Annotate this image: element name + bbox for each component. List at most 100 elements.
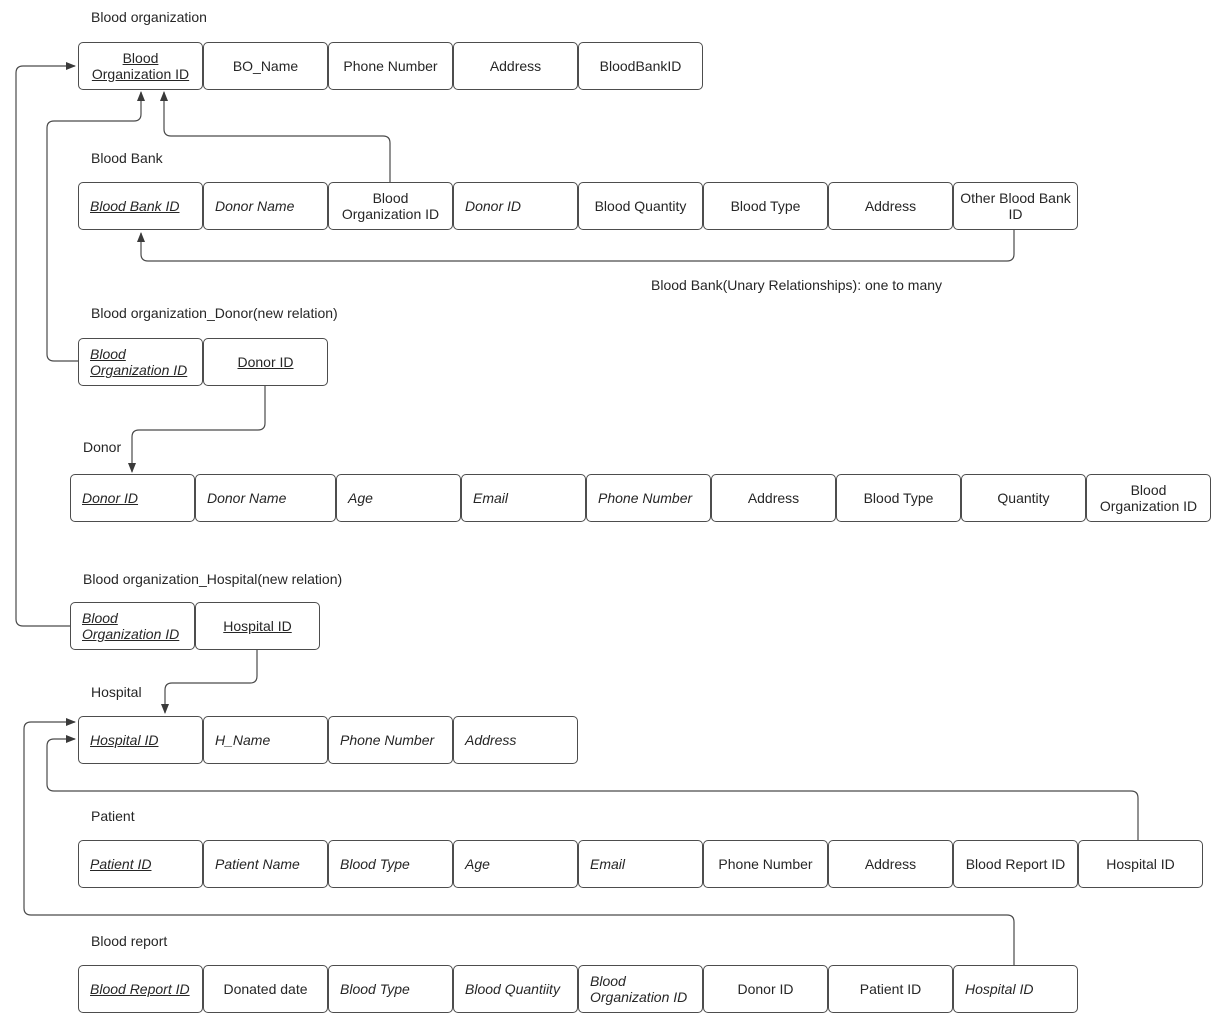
field-cell-donor: Donor ID [70,474,195,522]
field-label: Hospital ID [965,981,1034,997]
table-title-blood-bank: Blood Bank [91,150,163,166]
field-cell-hospital: Address [453,716,578,764]
field-label: Phone Number [598,490,693,506]
field-label: Blood Type [730,198,801,214]
field-label: Donor ID [465,198,522,214]
field-cell-blood-organization: BO_Name [203,42,328,90]
field-label: Donor ID [82,490,139,506]
field-cell-blood-organization-hospital-new-relation: Blood Organization ID [70,602,195,650]
field-label: Address [489,58,542,74]
link-bloodbank-to-bloodorg [160,91,391,182]
field-cell-patient: Patient ID [78,840,203,888]
field-cell-blood-organization: BloodBankID [578,42,703,90]
field-label: Age [348,490,373,506]
field-cell-blood-report: Donor ID [703,965,828,1013]
field-label: Donor Name [215,198,295,214]
field-cell-patient: Address [828,840,953,888]
field-label: Quantity [997,490,1050,506]
table-title-patient: Patient [91,808,135,824]
field-cell-blood-report: Hospital ID [953,965,1078,1013]
link-bodonor-to-donor [128,385,266,473]
field-label: Donor Name [207,490,287,506]
field-cell-patient: Patient Name [203,840,328,888]
field-cell-donor: Quantity [961,474,1086,522]
field-cell-patient: Blood Type [328,840,453,888]
field-cell-patient: Phone Number [703,840,828,888]
field-label: Blood Organization ID [91,50,190,82]
field-label: Blood Report ID [90,981,190,997]
field-label: Patient Name [215,856,300,872]
table-title-blood-report: Blood report [91,933,168,949]
field-label: Phone Number [718,856,813,872]
field-cell-blood-organization-hospital-new-relation: Hospital ID [195,602,320,650]
field-label: Address [465,732,517,748]
field-cell-donor: Blood Organization ID [1086,474,1211,522]
field-cell-hospital: Hospital ID [78,716,203,764]
field-cell-donor: Phone Number [586,474,711,522]
field-cell-blood-bank: Blood Type [703,182,828,230]
field-cell-blood-bank: Blood Organization ID [328,182,453,230]
field-label: Donor ID [737,981,794,997]
field-label: Blood Report ID [965,856,1066,872]
field-label: Donated date [223,981,308,997]
field-cell-donor: Email [461,474,586,522]
field-cell-donor: Address [711,474,836,522]
field-cell-patient: Blood Report ID [953,840,1078,888]
table-title-donor: Donor [83,439,122,455]
field-label: BloodBankID [599,58,682,74]
field-cell-blood-report: Blood Quantiity [453,965,578,1013]
field-cell-blood-bank: Other Blood Bank ID [953,182,1078,230]
field-cell-blood-report: Donated date [203,965,328,1013]
field-label: Patient ID [90,856,152,872]
table-title-blood-organization-donor-new-relation: Blood organization_Donor(new relation) [91,305,338,321]
field-label: Age [465,856,490,872]
field-label: Blood Organization ID [82,610,180,642]
table-title-blood-organization: Blood organization [91,9,207,25]
field-label: Blood Bank ID [90,198,180,214]
field-cell-patient: Hospital ID [1078,840,1203,888]
relationship-note: Blood Bank(Unary Relationships): one to … [651,277,943,293]
field-label: Blood Type [340,856,410,872]
field-cell-donor: Donor Name [195,474,336,522]
field-label: Donor ID [237,354,294,370]
field-label: Blood Type [863,490,934,506]
link-bloodbank-unary [137,230,1015,262]
field-cell-hospital: Phone Number [328,716,453,764]
field-cell-blood-organization-donor-new-relation: Blood Organization ID [78,338,203,386]
field-cell-blood-report: Patient ID [828,965,953,1013]
field-cell-patient: Email [578,840,703,888]
field-label: Hospital ID [1106,856,1175,872]
field-cell-blood-bank: Blood Quantity [578,182,703,230]
field-cell-patient: Age [453,840,578,888]
field-label: BO_Name [232,58,299,74]
field-cell-blood-bank: Donor Name [203,182,328,230]
field-label: H_Name [215,732,271,748]
field-label: Hospital ID [223,618,292,634]
field-label: Email [590,856,626,872]
field-cell-blood-report: Blood Report ID [78,965,203,1013]
field-cell-blood-organization: Phone Number [328,42,453,90]
field-label: Hospital ID [90,732,159,748]
field-cell-blood-organization-donor-new-relation: Donor ID [203,338,328,386]
field-label: Blood Organization ID [1099,482,1198,514]
field-cell-blood-organization: Blood Organization ID [78,42,203,90]
field-label: Address [747,490,800,506]
field-label: Blood Type [340,981,410,997]
field-label: Blood Quantity [594,198,687,214]
field-label: Blood Organization ID [590,973,688,1005]
field-cell-blood-report: Blood Type [328,965,453,1013]
table-title-blood-organization-hospital-new-relation: Blood organization_Hospital(new relation… [83,571,343,587]
field-label: Blood Organization ID [90,346,188,378]
field-cell-blood-bank: Donor ID [453,182,578,230]
field-cell-hospital: H_Name [203,716,328,764]
link-bohospital-to-bloodorg [15,62,76,627]
field-cell-blood-report: Blood Organization ID [578,965,703,1013]
field-cell-donor: Blood Type [836,474,961,522]
field-cell-blood-organization: Address [453,42,578,90]
field-label: Address [864,198,917,214]
field-label: Other Blood Bank ID [960,190,1071,222]
field-label: Blood Quantiity [465,981,560,997]
field-cell-blood-bank: Address [828,182,953,230]
field-label: Blood Organization ID [341,190,440,222]
